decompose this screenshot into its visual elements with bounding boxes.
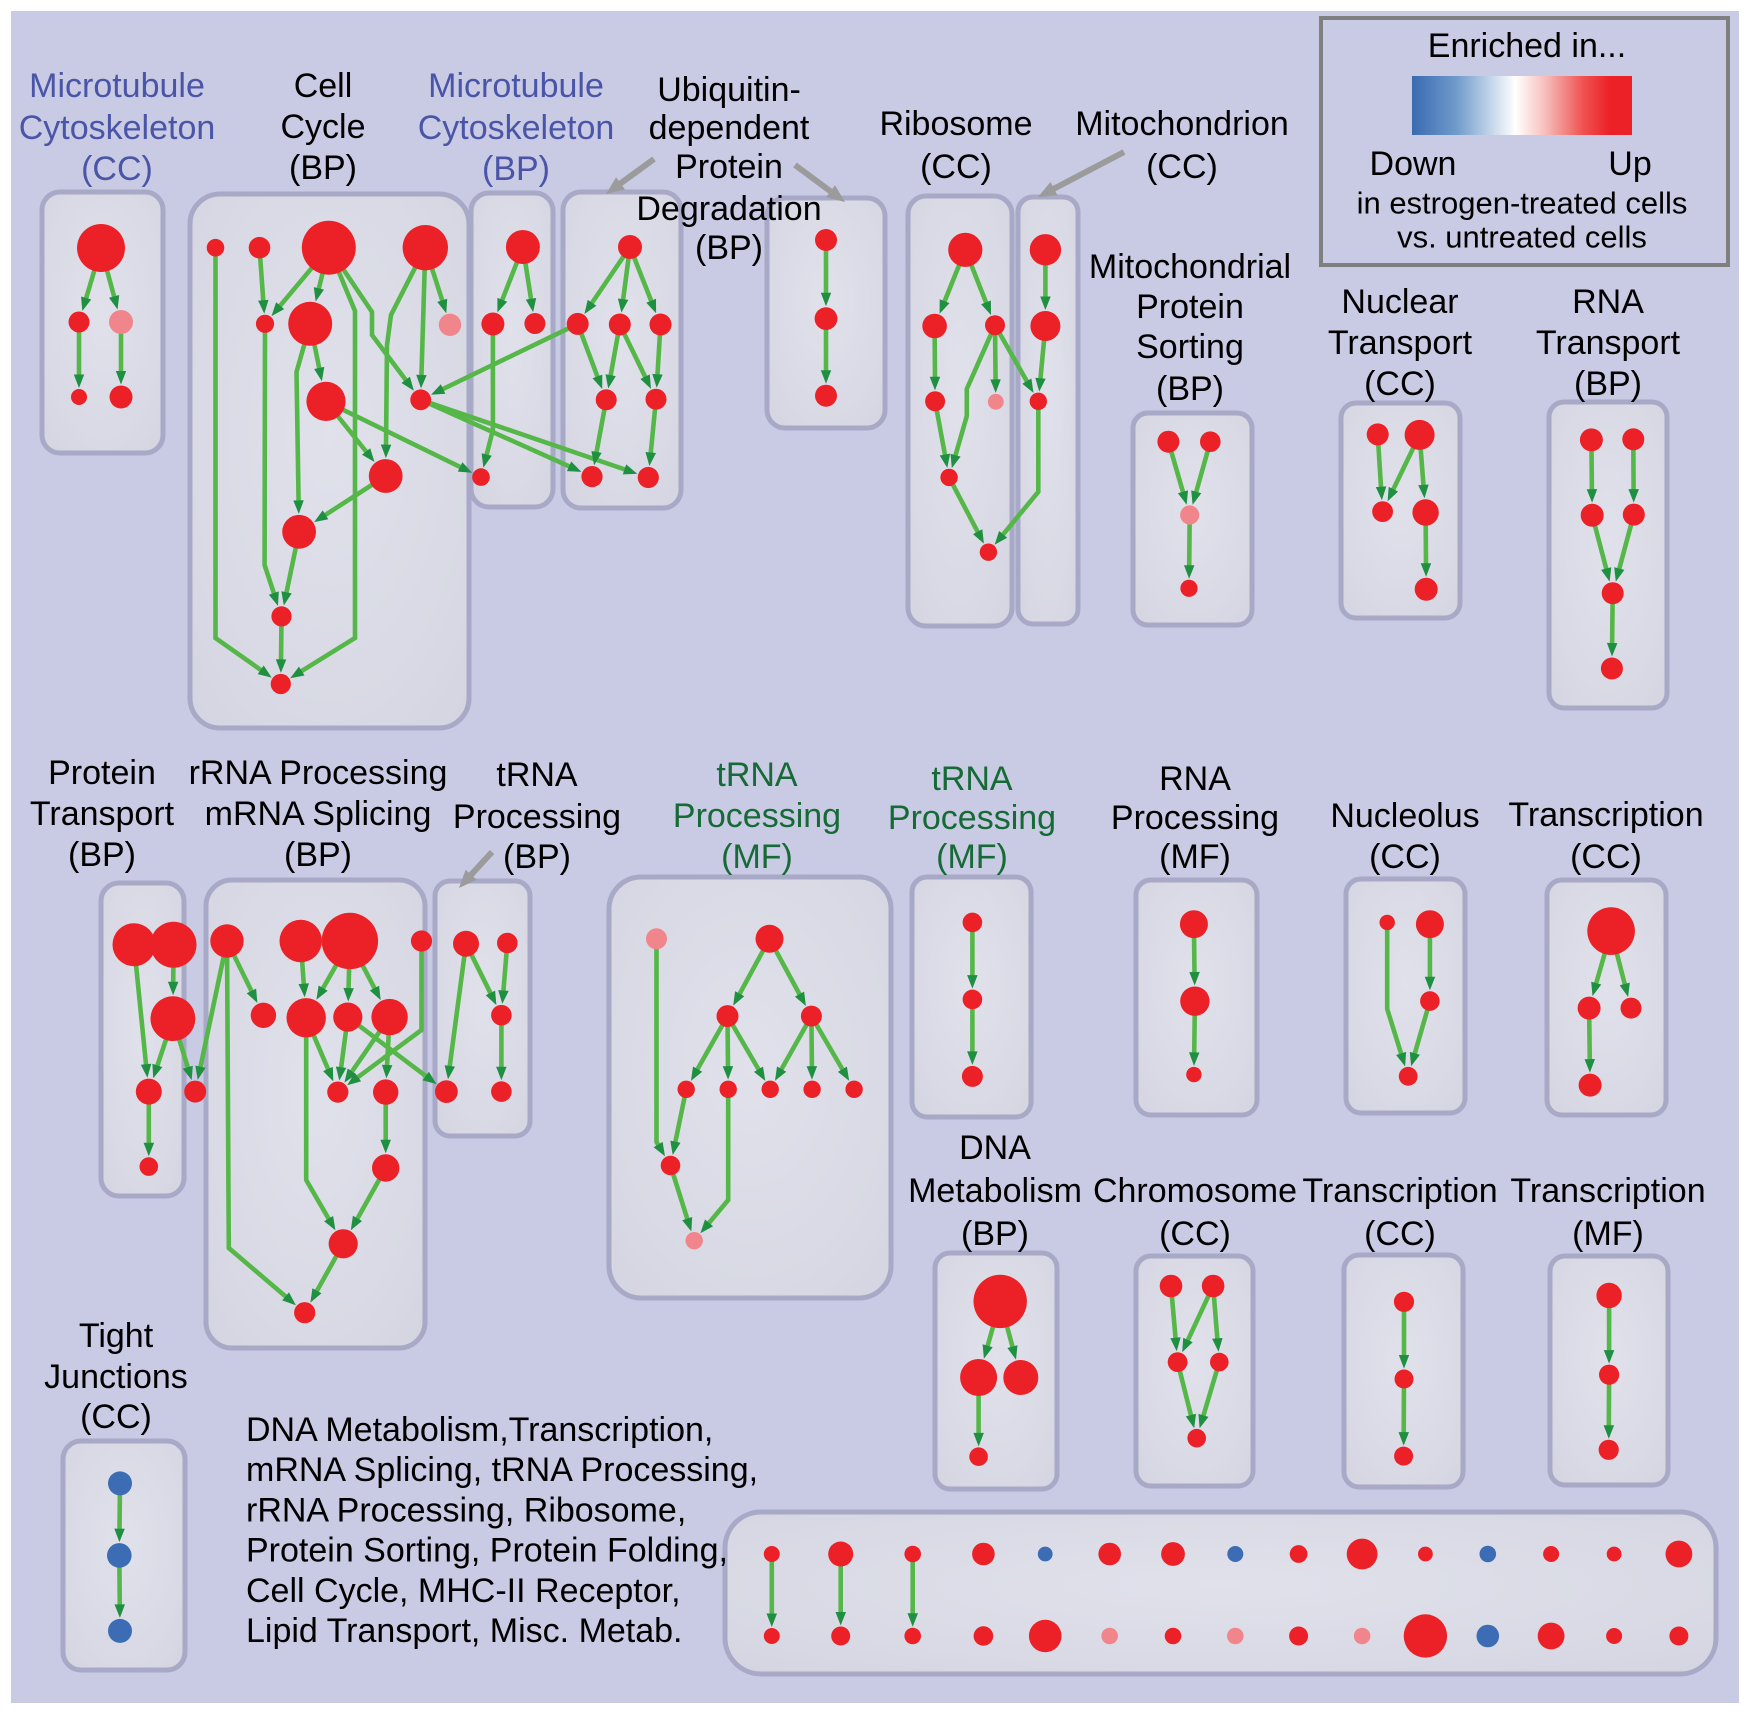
- svg-text:(MF): (MF): [936, 838, 1008, 876]
- svg-text:Transcription: Transcription: [1508, 796, 1703, 834]
- svg-text:Transport: Transport: [1536, 324, 1681, 362]
- svg-text:mRNA Splicing: mRNA Splicing: [205, 795, 432, 833]
- svg-text:Cell Cycle, MHC-II Receptor,: Cell Cycle, MHC-II Receptor,: [246, 1572, 681, 1610]
- svg-text:(BP): (BP): [1156, 370, 1224, 408]
- svg-text:Microtubule: Microtubule: [29, 67, 205, 105]
- svg-text:Cell: Cell: [294, 67, 353, 105]
- svg-text:(MF): (MF): [1159, 838, 1231, 876]
- svg-text:tRNA: tRNA: [496, 756, 578, 794]
- svg-text:(MF): (MF): [1572, 1215, 1644, 1253]
- svg-text:mRNA Splicing, tRNA Processing: mRNA Splicing, tRNA Processing,: [246, 1451, 758, 1489]
- svg-text:Enriched in...: Enriched in...: [1428, 27, 1626, 65]
- svg-text:(MF): (MF): [721, 838, 793, 876]
- svg-text:(CC): (CC): [80, 1398, 152, 1436]
- svg-text:Mitochondrial: Mitochondrial: [1089, 248, 1291, 286]
- svg-text:Transport: Transport: [1328, 324, 1473, 362]
- svg-text:RNA: RNA: [1572, 283, 1644, 321]
- svg-text:Lipid Transport, Misc. Metab.: Lipid Transport, Misc. Metab.: [246, 1612, 683, 1650]
- svg-text:Transcription: Transcription: [1302, 1172, 1497, 1210]
- svg-text:dependent: dependent: [649, 109, 810, 147]
- svg-text:(CC): (CC): [1364, 1215, 1436, 1253]
- svg-text:rRNA Processing, Ribosome,: rRNA Processing, Ribosome,: [246, 1491, 686, 1529]
- svg-text:Tight: Tight: [79, 1317, 154, 1355]
- svg-text:Mitochondrion: Mitochondrion: [1075, 105, 1289, 143]
- svg-text:(CC): (CC): [81, 150, 153, 188]
- svg-text:rRNA Processing: rRNA Processing: [189, 754, 448, 792]
- svg-text:(CC): (CC): [1159, 1215, 1231, 1253]
- svg-text:(BP): (BP): [289, 149, 357, 187]
- svg-text:(BP): (BP): [68, 836, 136, 874]
- svg-text:Cycle: Cycle: [280, 108, 365, 146]
- svg-text:Protein Sorting, Protein Foldi: Protein Sorting, Protein Folding,: [246, 1532, 728, 1570]
- svg-text:Down: Down: [1370, 145, 1457, 183]
- svg-text:vs. untreated cells: vs. untreated cells: [1397, 220, 1647, 255]
- svg-text:Processing: Processing: [673, 797, 841, 835]
- svg-text:Nuclear: Nuclear: [1341, 283, 1458, 321]
- svg-text:(BP): (BP): [695, 229, 763, 267]
- svg-text:Ribosome: Ribosome: [879, 105, 1032, 143]
- svg-text:Processing: Processing: [888, 799, 1056, 837]
- svg-text:RNA: RNA: [1159, 760, 1231, 798]
- svg-text:tRNA: tRNA: [716, 756, 798, 794]
- svg-text:Sorting: Sorting: [1136, 328, 1244, 366]
- svg-text:Protein: Protein: [675, 148, 783, 186]
- svg-text:Junctions: Junctions: [44, 1358, 188, 1396]
- svg-text:Cytoskeleton: Cytoskeleton: [19, 109, 216, 147]
- svg-text:Transport: Transport: [30, 795, 175, 833]
- svg-text:(BP): (BP): [1574, 365, 1642, 403]
- svg-text:Chromosome: Chromosome: [1093, 1172, 1297, 1210]
- svg-text:Protein: Protein: [48, 754, 156, 792]
- svg-text:DNA: DNA: [959, 1129, 1031, 1167]
- svg-text:DNA Metabolism,Transcription,: DNA Metabolism,Transcription,: [246, 1411, 713, 1449]
- svg-text:Nucleolus: Nucleolus: [1330, 797, 1479, 835]
- svg-text:(BP): (BP): [503, 838, 571, 876]
- svg-text:Ubiquitin-: Ubiquitin-: [657, 71, 801, 109]
- svg-text:Metabolism: Metabolism: [908, 1172, 1082, 1210]
- svg-text:(BP): (BP): [961, 1215, 1029, 1253]
- svg-text:Up: Up: [1608, 145, 1651, 183]
- svg-text:(CC): (CC): [920, 148, 992, 186]
- svg-text:(CC): (CC): [1369, 838, 1441, 876]
- svg-text:(BP): (BP): [284, 836, 352, 874]
- svg-text:(BP): (BP): [482, 150, 550, 188]
- svg-text:(CC): (CC): [1570, 838, 1642, 876]
- svg-text:Processing: Processing: [1111, 799, 1279, 837]
- svg-text:Degradation: Degradation: [636, 190, 821, 228]
- svg-text:tRNA: tRNA: [931, 760, 1013, 798]
- svg-text:Protein: Protein: [1136, 288, 1244, 326]
- svg-text:(CC): (CC): [1146, 148, 1218, 186]
- svg-text:Cytoskeleton: Cytoskeleton: [418, 109, 615, 147]
- svg-text:Processing: Processing: [453, 798, 621, 836]
- svg-text:(CC): (CC): [1364, 365, 1436, 403]
- svg-text:Transcription: Transcription: [1510, 1172, 1705, 1210]
- svg-text:Microtubule: Microtubule: [428, 67, 604, 105]
- svg-text:in estrogen-treated cells: in estrogen-treated cells: [1357, 186, 1688, 221]
